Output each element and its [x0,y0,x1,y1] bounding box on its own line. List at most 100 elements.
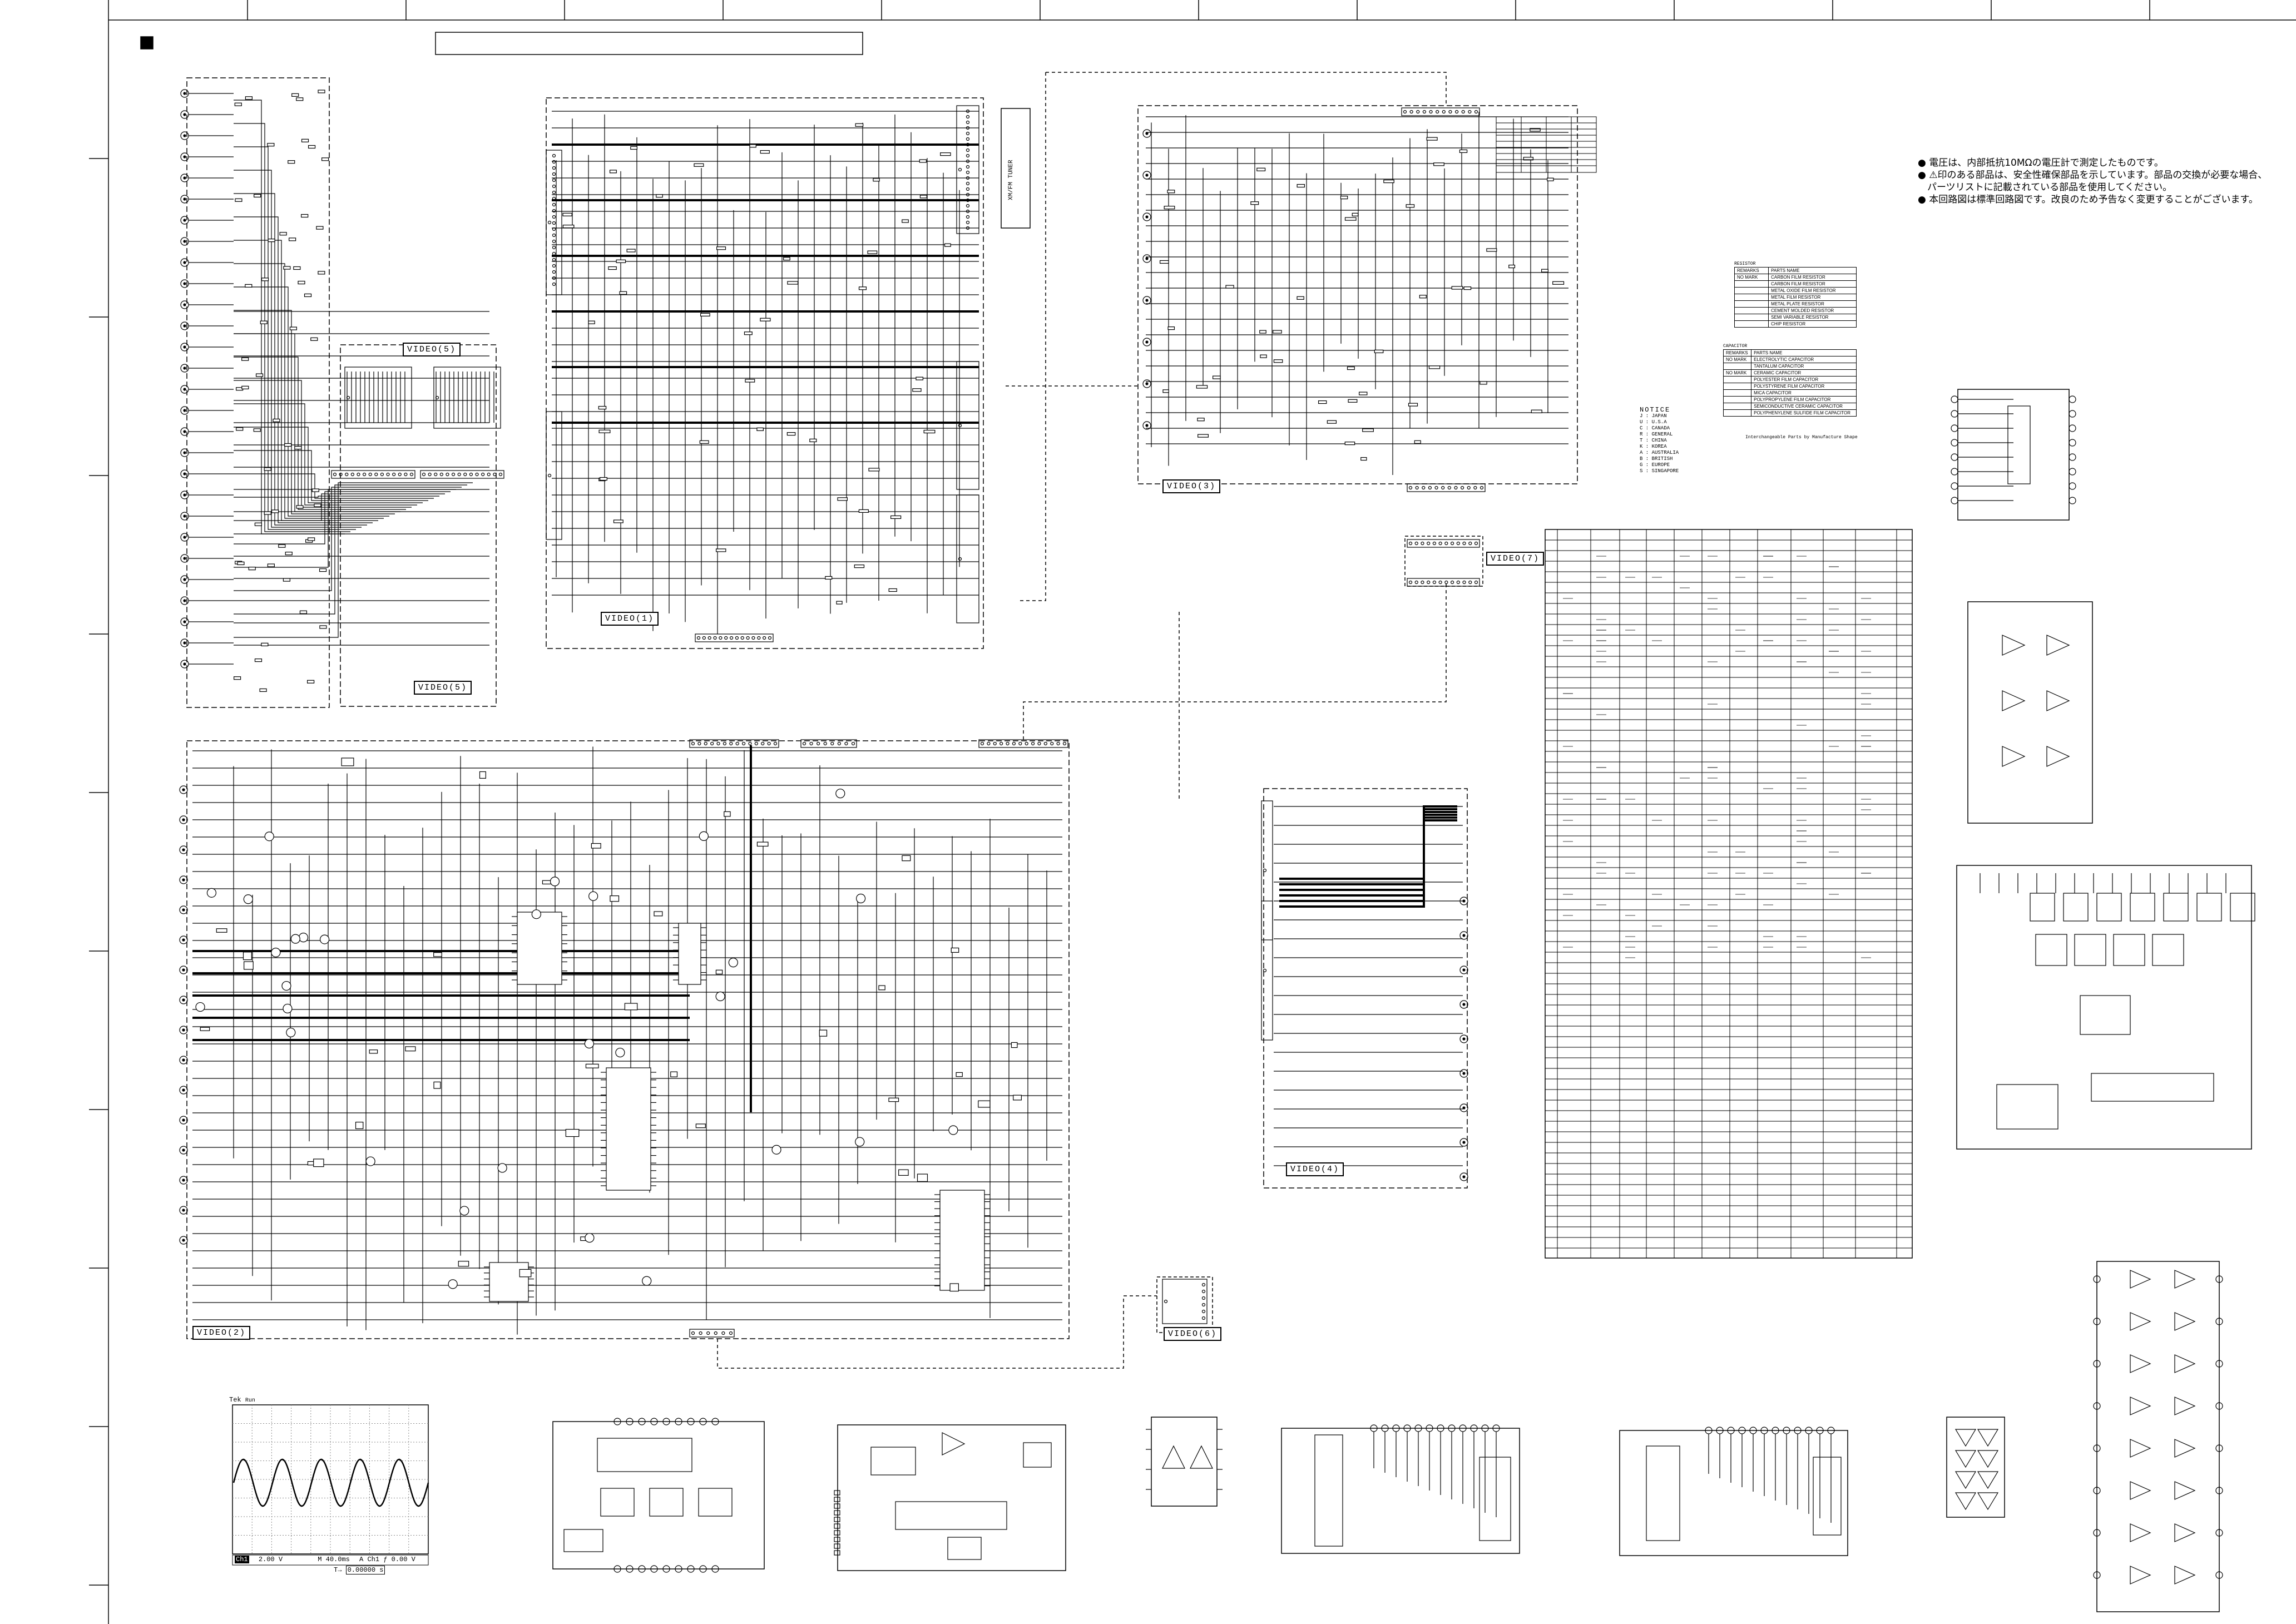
notes-block: ● 電圧は、内部抵抗10MΩの電圧計で測定したものです。 ● ⚠印のある部品は、… [1918,157,2267,206]
component [283,578,291,582]
pin [333,472,337,477]
jack-icon [180,448,189,457]
jack-center [183,662,186,666]
opamp-icon [2174,1354,2196,1373]
jack-center [183,599,186,602]
pin [552,172,556,176]
component [542,880,552,885]
ic-inner [2007,405,2031,484]
component [749,144,756,148]
block [1646,1445,1680,1541]
board-label-video7: VIDEO(7) [1486,552,1545,566]
jack-center [182,788,185,791]
jack-icon [180,596,189,605]
opamp-icon [2130,1312,2151,1331]
pin [2093,1571,2101,1579]
wire [234,146,356,530]
pin [487,472,491,477]
pin [1427,580,1431,585]
connector [978,739,1068,748]
scope-waveform [232,1458,429,1507]
wire [234,450,428,501]
block [1996,1084,2059,1130]
component [341,757,354,766]
jack-icon [179,875,188,884]
pin [704,741,707,746]
pin [1438,541,1442,546]
pin [357,472,360,477]
pin [2069,497,2076,504]
pin [1951,410,1958,418]
component [562,212,572,216]
component [296,97,304,101]
jack-icon [180,279,189,288]
pin [966,215,970,219]
pin [552,227,556,231]
pin [552,209,556,213]
component [888,588,897,592]
tuner-box [1001,108,1031,229]
notice-item: K : KOREA [1640,444,1667,449]
opamp-icon [1977,1492,1999,1511]
jack-center [1462,899,1466,903]
board-video1-outline [546,97,984,649]
pin [1474,110,1478,114]
connector [1162,1279,1208,1324]
component [562,225,575,229]
jack-icon [1142,254,1151,263]
jack-icon [179,1026,188,1034]
component [1359,392,1368,395]
pin [1468,110,1472,114]
component [254,522,263,526]
pin [1201,1303,1206,1307]
note-3: パーツリストに記載されている部品を使用してください。 [1918,182,2173,193]
capacitor-legend-title: CAPACITOR [1723,344,1748,349]
cell: POLYSTYRENE FILM CAPACITOR [1751,383,1857,390]
note-4: ● 本回路図は標準回路図です。改良のため予告なく変更することがございます。 [1918,194,2258,205]
jack-center [1145,299,1149,302]
wire [234,310,395,514]
component [591,843,601,849]
jack-center [182,1028,185,1032]
component [1408,403,1418,407]
component [610,895,620,902]
component [289,237,296,241]
jack-icon [1142,421,1151,430]
pin [966,170,970,175]
pin [2069,424,2076,432]
cell: METAL OXIDE FILM RESISTOR [1768,287,1857,294]
component [301,214,309,218]
component [1013,1095,1022,1101]
pin [2093,1487,2101,1494]
cell: POLYESTER FILM CAPACITOR [1751,376,1857,383]
jack-center [183,113,186,116]
jack-center [182,1148,185,1152]
component [306,680,315,684]
component [245,284,253,288]
jack-center [1462,968,1466,972]
component [1297,296,1304,300]
pin [1037,741,1041,746]
component [858,286,867,290]
cell: CERAMIC CAPACITOR [1751,369,1857,377]
scope-mode-text: Run [245,1398,255,1404]
component [1198,434,1209,438]
block [563,1529,603,1552]
component [1348,399,1358,403]
jack-icon [180,427,189,436]
pin [767,741,771,746]
connector [546,411,562,540]
resistor-legend-title: RESISTOR [1734,261,1756,266]
block [2163,893,2189,922]
pin [741,741,746,746]
transistor-icon [948,1125,958,1135]
pin [746,636,750,640]
transistor-icon [856,893,866,904]
jack-center [1462,1141,1466,1144]
opamp-icon [2046,746,2070,767]
pin [493,472,497,477]
jack-center [182,998,185,1002]
jack-icon [180,343,189,351]
component [1159,260,1169,264]
ic-bottom-5 [1619,1430,1848,1556]
